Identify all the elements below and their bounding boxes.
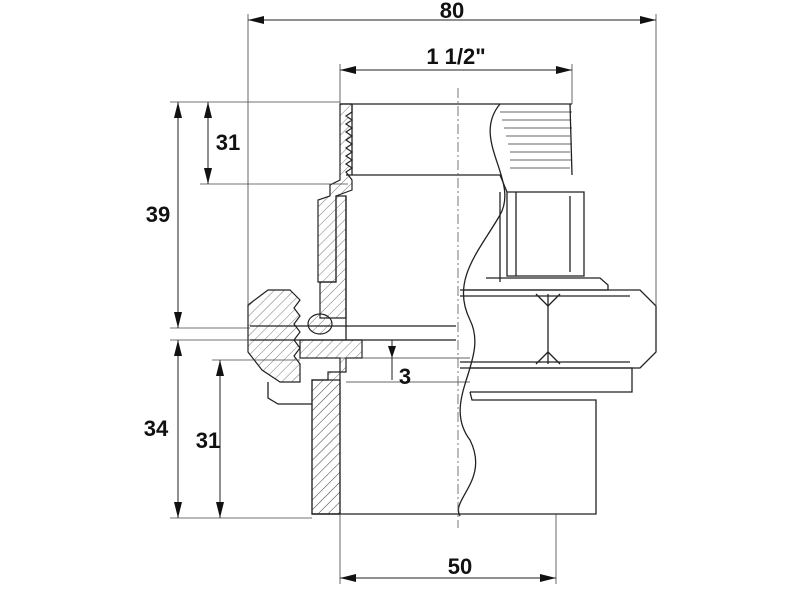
union-nut-section	[247, 289, 301, 383]
dim-socket-diameter: 50	[448, 554, 472, 579]
dim-gap: 3	[399, 364, 411, 389]
flange-left	[267, 382, 312, 405]
threaded-wall-section	[317, 103, 354, 283]
dim-socket-depth: 31	[196, 428, 220, 453]
union-nut-hex	[460, 289, 657, 369]
outer-outline	[250, 103, 657, 515]
dim-thread-length: 31	[216, 130, 240, 155]
dim-lower-height: 34	[144, 416, 169, 441]
dim-thread-size: 1 1/2"	[426, 44, 485, 69]
dimensions: 80 1 1/2" 31 39 34 31	[144, 0, 657, 584]
dim-overall-width: 80	[440, 0, 464, 23]
section-left-half	[247, 103, 363, 515]
socket-wall-section	[311, 379, 341, 515]
thread-teeth-right	[500, 103, 572, 169]
dim-upper-height: 39	[146, 202, 170, 227]
break-line	[457, 103, 506, 517]
o-ring-section	[307, 313, 333, 335]
